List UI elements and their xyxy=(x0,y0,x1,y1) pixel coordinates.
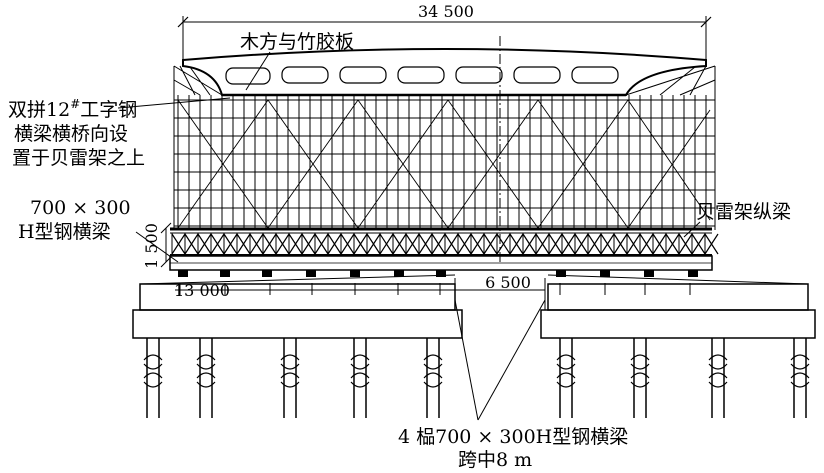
bailey-panel xyxy=(626,233,641,255)
bailey-panel xyxy=(171,233,186,255)
height-dimension: 1 500 xyxy=(142,222,172,269)
support-block xyxy=(688,270,698,277)
bailey-panel xyxy=(561,233,576,255)
bailey-panel xyxy=(236,233,251,255)
pile xyxy=(790,338,810,418)
pile xyxy=(556,338,576,418)
bailey-panel xyxy=(535,233,550,255)
bailey-panel xyxy=(678,233,693,255)
i-beam-label-line1: 双拼12#工字钢 xyxy=(8,97,137,121)
pile xyxy=(630,338,650,418)
top-dimension: 34 500 xyxy=(177,2,712,60)
bailey-panel xyxy=(249,233,264,255)
bottom-label-line1: 4 榀700 × 300H型钢横梁 xyxy=(398,426,628,448)
h-beam-label-line2: H型钢横梁 xyxy=(18,221,111,243)
pile xyxy=(350,338,370,418)
pile xyxy=(280,338,300,418)
h-beam-crossbeam xyxy=(169,255,713,277)
bailey-panel xyxy=(366,233,381,255)
support-block xyxy=(556,270,566,277)
bailey-panel xyxy=(288,233,303,255)
bailey-panel xyxy=(522,233,537,255)
bailey-panel xyxy=(496,233,511,255)
bailey-panel xyxy=(262,233,277,255)
bailey-panel xyxy=(405,233,420,255)
deck-void xyxy=(281,66,329,84)
bailey-panel xyxy=(353,233,368,255)
i-beam-label-line3: 置于贝雷架之上 xyxy=(12,147,145,169)
support-block xyxy=(436,270,446,277)
bailey-panel xyxy=(457,233,472,255)
deck-void xyxy=(225,67,271,85)
bailey-panel xyxy=(574,233,589,255)
bailey-panel xyxy=(470,233,485,255)
bailey-panel xyxy=(223,233,238,255)
span-left-dimension: 13 000 xyxy=(174,281,230,300)
bailey-panel xyxy=(587,233,602,255)
support-block xyxy=(306,270,316,277)
bailey-panel xyxy=(639,233,654,255)
support-block xyxy=(350,270,360,277)
bailey-panel xyxy=(327,233,342,255)
bailey-panel xyxy=(184,233,199,255)
h-beam-label-line1: 700 × 300 xyxy=(30,197,131,219)
deck-void xyxy=(513,66,561,84)
bailey-panel xyxy=(392,233,407,255)
support-block xyxy=(262,270,272,277)
piles xyxy=(143,338,810,418)
span-mid-dimension: 6 500 xyxy=(485,273,531,292)
deck-label: 木方与竹胶板 xyxy=(240,31,354,53)
pile xyxy=(196,338,216,418)
bailey-panel xyxy=(418,233,433,255)
bailey-panel xyxy=(210,233,225,255)
i-beam-label-group: 双拼12#工字钢 横梁横桥向设 置于贝雷架之上 xyxy=(8,97,231,169)
deck-void xyxy=(397,66,445,84)
span-dimensions: 13 000 6 500 xyxy=(174,273,546,310)
top-width-dimension: 34 500 xyxy=(418,2,474,21)
support-block xyxy=(220,270,230,277)
bailey-truss-band xyxy=(170,227,719,256)
bailey-panel xyxy=(340,233,355,255)
bailey-panel xyxy=(600,233,615,255)
bailey-panel xyxy=(314,233,329,255)
deck-label-group: 木方与竹胶板 xyxy=(240,31,354,91)
bottom-label-group: 4 榀700 × 300H型钢横梁 跨中8 m xyxy=(398,299,628,471)
bailey-panel xyxy=(509,233,524,255)
bailey-panel xyxy=(275,233,290,255)
deck-void xyxy=(339,66,387,84)
pile xyxy=(708,338,728,418)
support-block xyxy=(178,270,188,277)
deck-void xyxy=(571,66,619,84)
height-dimension-label: 1 500 xyxy=(142,223,161,269)
pile xyxy=(143,338,163,418)
i-beam-label-line2: 横梁横桥向设 xyxy=(14,123,128,145)
pier-caps xyxy=(132,274,816,339)
bailey-panel xyxy=(431,233,446,255)
bailey-panel xyxy=(483,233,498,255)
bailey-panel xyxy=(691,233,706,255)
deck-voids xyxy=(225,66,619,85)
bailey-panel xyxy=(197,233,212,255)
support-block xyxy=(644,270,654,277)
bailey-panel xyxy=(613,233,628,255)
support-block xyxy=(394,270,404,277)
h-beam-label-group: 700 × 300 H型钢横梁 xyxy=(18,197,179,263)
bailey-panel xyxy=(379,233,394,255)
bailey-label-group: 贝雷架纵梁 xyxy=(683,201,791,238)
bailey-panel xyxy=(301,233,316,255)
bailey-panel xyxy=(444,233,459,255)
bailey-panel xyxy=(548,233,563,255)
scaffold-frame xyxy=(173,65,716,230)
bottom-label-line2: 跨中8 m xyxy=(458,449,532,471)
deck-void xyxy=(455,66,503,84)
pile xyxy=(423,338,443,418)
bailey-panel xyxy=(704,233,719,255)
bailey-label: 贝雷架纵梁 xyxy=(696,201,791,223)
support-block xyxy=(600,270,610,277)
deck-section xyxy=(182,36,707,262)
bailey-panel xyxy=(652,233,667,255)
bailey-panel xyxy=(665,233,680,255)
